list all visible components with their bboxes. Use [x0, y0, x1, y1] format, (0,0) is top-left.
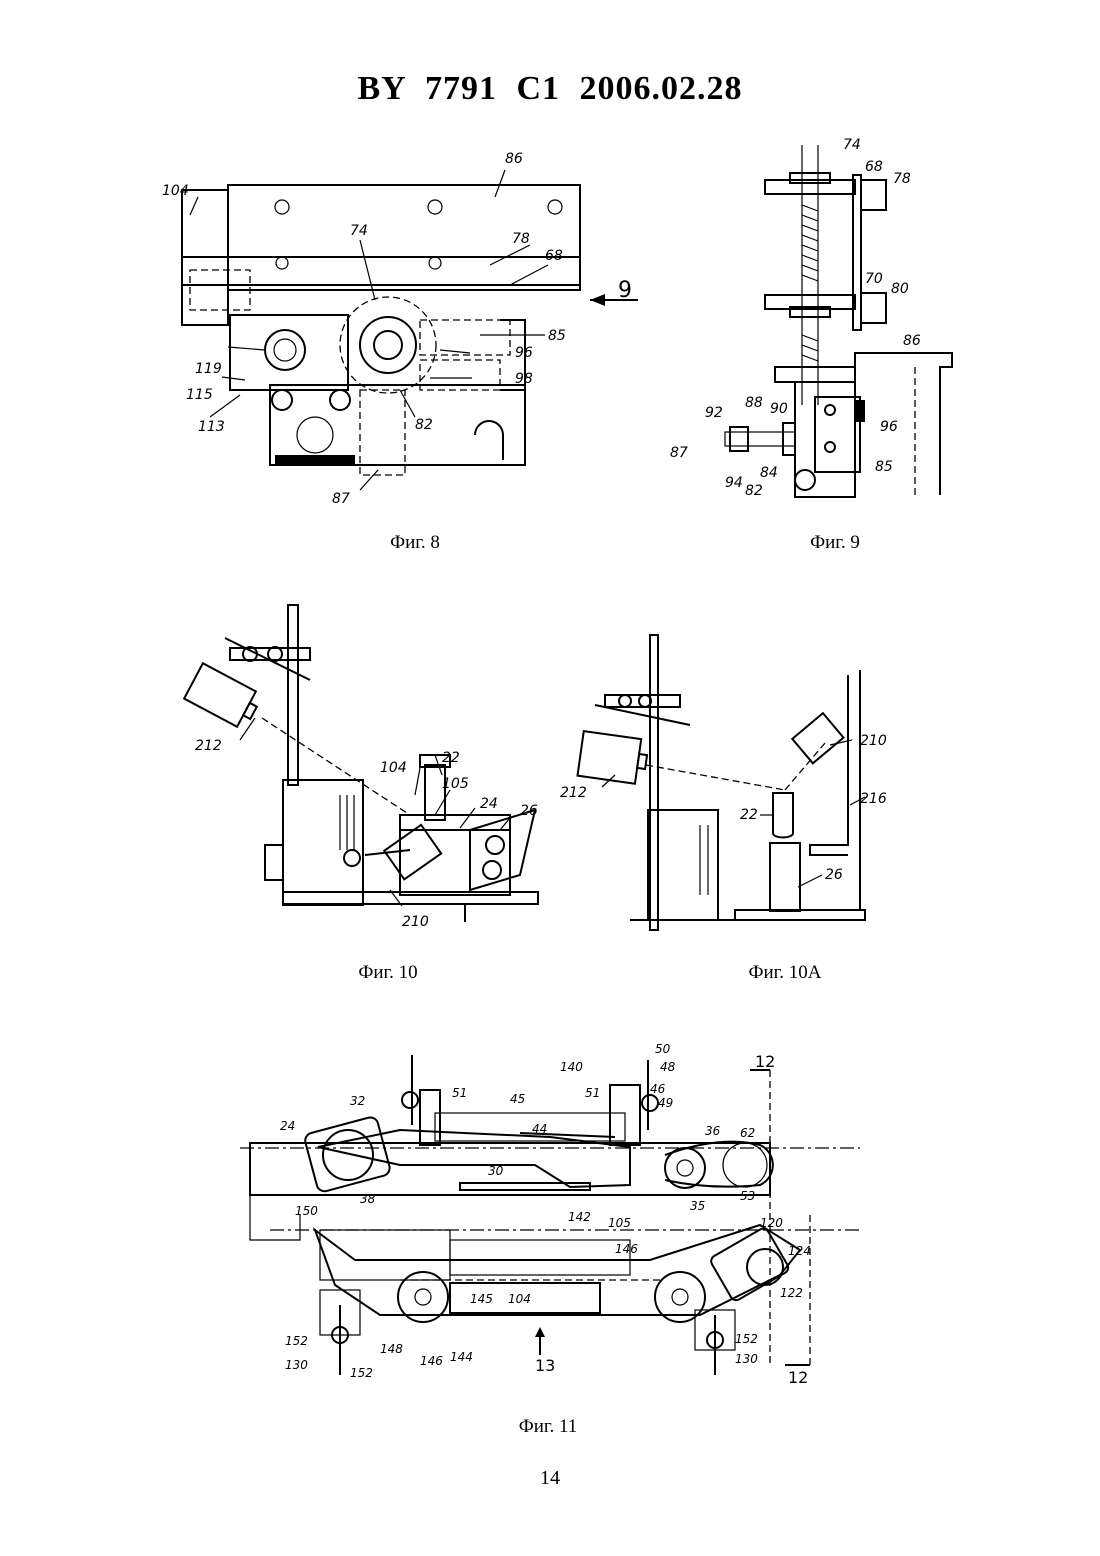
figure-label: 122	[780, 1286, 803, 1300]
figure-label: 90	[770, 401, 788, 417]
figure-8-caption: Фиг. 8	[355, 532, 475, 554]
figure-label: 119	[195, 361, 222, 377]
figure-label: 210	[402, 914, 429, 930]
figure-label: 140	[560, 1060, 583, 1074]
figure-label: 210	[860, 733, 887, 749]
figure-label: 82	[745, 483, 763, 499]
figure-label: 152	[350, 1366, 373, 1380]
figure-label: 84	[760, 465, 778, 481]
figure-label: 105	[608, 1216, 631, 1230]
figure-label: 78	[893, 171, 911, 187]
figure-label: 120	[760, 1216, 783, 1230]
figure-label: 105	[442, 776, 469, 792]
figure-label: 104	[380, 760, 407, 776]
figure-label: 86	[903, 333, 921, 349]
figure-label: 148	[380, 1342, 403, 1356]
figure-label: 9	[618, 278, 632, 303]
figure-label: 150	[295, 1204, 318, 1218]
figure-label: 98	[515, 371, 533, 387]
figure-10-drawing: 212 104 22 105 24 26 210	[180, 600, 560, 940]
figure-label: 216	[860, 791, 887, 807]
figure-label: 32	[350, 1094, 365, 1108]
figure-label: 145	[470, 1292, 493, 1306]
figure-label: 130	[285, 1358, 308, 1372]
figure-11-caption: Фиг. 11	[488, 1416, 608, 1438]
figure-label: 68	[865, 159, 883, 175]
figure-label: 96	[880, 419, 898, 435]
figure-label: 87	[332, 491, 350, 507]
figure-label: 51	[452, 1086, 467, 1100]
figure-label: 124	[788, 1244, 811, 1258]
figure-label: 130	[735, 1352, 758, 1366]
figure-label: 92	[705, 405, 723, 421]
figure-label: 104	[508, 1292, 531, 1306]
figure-10-caption: Фиг. 10	[328, 962, 448, 984]
figure-label: 212	[560, 785, 587, 801]
figure-label: 22	[740, 807, 758, 823]
figure-label: 146	[420, 1354, 443, 1368]
figure-label: 13	[535, 1356, 555, 1375]
page-number: 14	[0, 1467, 1100, 1490]
figure-label: 24	[280, 1119, 295, 1133]
figure-10a-drawing: 210 212 216 22 26	[560, 625, 930, 945]
figure-label: 51	[585, 1086, 600, 1100]
figure-label: 88	[745, 395, 763, 411]
figure-label: 24	[480, 796, 498, 812]
figure-label: 45	[510, 1092, 525, 1106]
figure-label: 87	[670, 445, 688, 461]
figure-label: 212	[195, 738, 222, 754]
figure-8-drawing: 104 86 74 78 68 9 85 96 98 82 119 115 11…	[150, 135, 670, 515]
figure-label: 12	[755, 1052, 775, 1071]
figure-label: 74	[843, 137, 861, 153]
figure-label: 78	[512, 231, 530, 247]
document-header: BY 7791 C1 2006.02.28	[0, 70, 1100, 108]
figure-label: 70	[865, 271, 883, 287]
figure-label: 53	[740, 1189, 755, 1203]
figure-label: 48	[660, 1060, 676, 1074]
figure-label: 12	[788, 1368, 808, 1387]
figure-label: 46	[650, 1082, 666, 1096]
figure-label: 22	[442, 750, 460, 766]
figure-9-caption: Фиг. 9	[775, 532, 895, 554]
figure-label: 30	[488, 1164, 504, 1178]
figure-label: 142	[568, 1210, 591, 1224]
figure-label: 68	[545, 248, 563, 264]
figure-label: 74	[350, 223, 368, 239]
figure-label: 26	[520, 803, 538, 819]
figure-label: 80	[891, 281, 909, 297]
figure-label: 104	[162, 183, 189, 199]
figure-label: 144	[450, 1350, 473, 1364]
figure-label: 50	[655, 1042, 671, 1056]
figure-label: 35	[690, 1199, 705, 1213]
figure-10a-caption: Фиг. 10A	[725, 962, 845, 984]
figure-11-drawing: 50 140 48 12 51 51 45 46 49 32 24 44 36 …	[240, 1035, 870, 1395]
figure-label: 96	[515, 345, 533, 361]
figure-label: 152	[285, 1334, 308, 1348]
figure-label: 86	[505, 151, 523, 167]
figure-label: 146	[615, 1242, 638, 1256]
figure-label: 115	[186, 387, 213, 403]
figure-label: 113	[198, 419, 225, 435]
figure-9-drawing: 74 68 78 70 80 86 88 92 90 96 87 94 84 8…	[665, 135, 965, 515]
figure-label: 26	[825, 867, 843, 883]
figure-label: 85	[875, 459, 893, 475]
figure-label: 85	[548, 328, 566, 344]
figure-label: 82	[415, 417, 433, 433]
figure-label: 94	[725, 475, 743, 491]
figure-label: 38	[360, 1192, 376, 1206]
figure-label: 49	[658, 1096, 673, 1110]
figure-label: 62	[740, 1126, 755, 1140]
figure-label: 44	[532, 1122, 547, 1136]
figure-label: 36	[705, 1124, 721, 1138]
figure-label: 152	[735, 1332, 758, 1346]
